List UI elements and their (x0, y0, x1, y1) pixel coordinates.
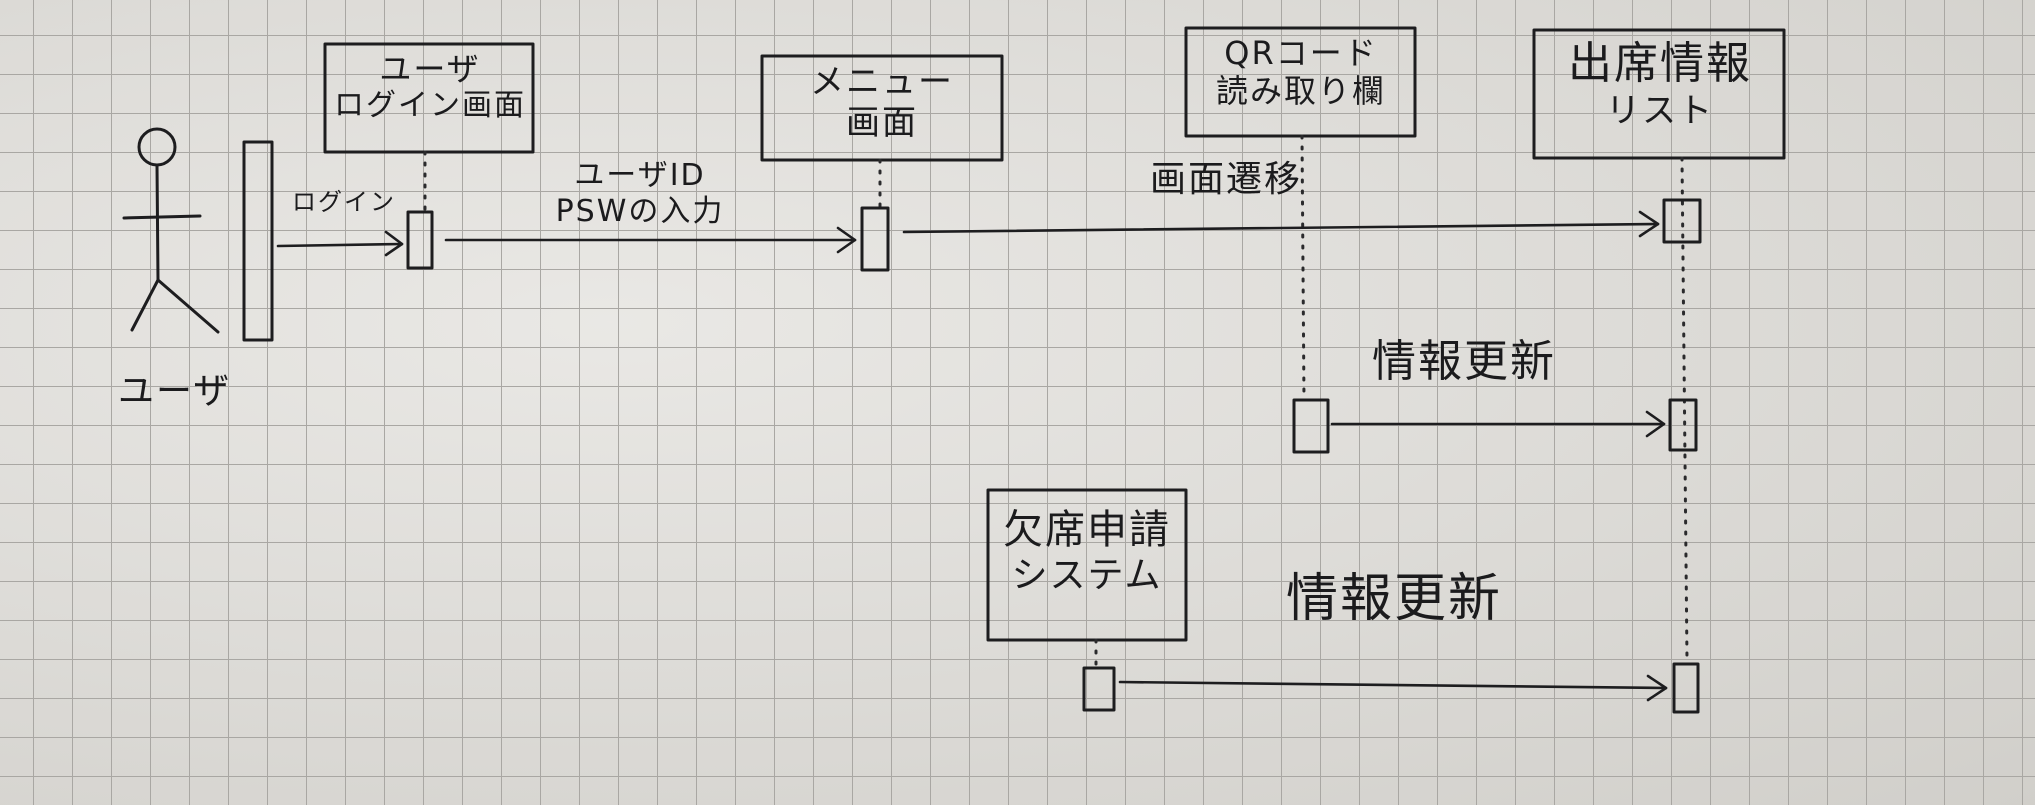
box-attendance-list (1532, 28, 1786, 160)
label-list-line2: リスト (1606, 90, 1714, 131)
activation-list-3 (1672, 662, 1700, 714)
message-info-update-2: 情報更新 (1286, 569, 1503, 629)
label-menu-line2: 画面 (846, 102, 918, 143)
arrow-info-update-1 (1330, 410, 1666, 438)
arrow-screen-transition (902, 210, 1660, 238)
label-qr-line1: QRコード (1224, 34, 1378, 72)
arrow-login (276, 230, 404, 257)
activation-list-2 (1668, 398, 1698, 452)
lifeline-qr (1300, 134, 1306, 402)
label-login-line2: ログイン画面 (334, 88, 526, 124)
message-credentials-line2: PSWの入力 (555, 194, 725, 229)
label-menu-screen: メニュー 画面 (766, 62, 998, 144)
activation-login (406, 210, 434, 270)
box-menu-screen (760, 54, 1004, 162)
label-list-line1: 出席情報 (1568, 38, 1752, 89)
label-login-line1: ユーザ (379, 50, 481, 88)
message-login: ログイン (292, 188, 396, 216)
box-user-login-screen (323, 42, 535, 154)
box-absence-system (986, 488, 1188, 642)
message-screen-transition: 画面遷移 (1150, 159, 1303, 200)
activation-menu (860, 206, 890, 272)
activation-qr (1292, 398, 1330, 454)
label-user-login-screen: ユーザ ログイン画面 (330, 50, 530, 124)
label-menu-line1: メニュー (810, 62, 954, 102)
actor-label: ユーザ (118, 371, 232, 412)
lifeline-list (1680, 156, 1689, 662)
arrow-info-update-2 (1118, 674, 1668, 702)
label-qr-reader: QRコード 読み取り欄 (1190, 34, 1412, 111)
activation-list-1 (1662, 198, 1702, 244)
label-qr-line2: 読み取り欄 (1215, 72, 1386, 111)
activation-absence (1082, 666, 1116, 712)
arrow-credentials (444, 226, 857, 254)
label-absence-system: 欠席申請 システム (992, 506, 1182, 597)
actor-activation-bar (242, 140, 274, 342)
label-absence-line1: 欠席申請 (1003, 507, 1171, 553)
message-info-update-1: 情報更新 (1372, 336, 1556, 387)
actor-figure (122, 127, 220, 334)
label-absence-line2: システム (1011, 555, 1163, 596)
label-attendance-list: 出席情報 リスト (1538, 38, 1782, 132)
message-credentials: ユーザID PSWの入力 (520, 158, 760, 230)
message-credentials-line1: ユーザID (574, 158, 706, 193)
